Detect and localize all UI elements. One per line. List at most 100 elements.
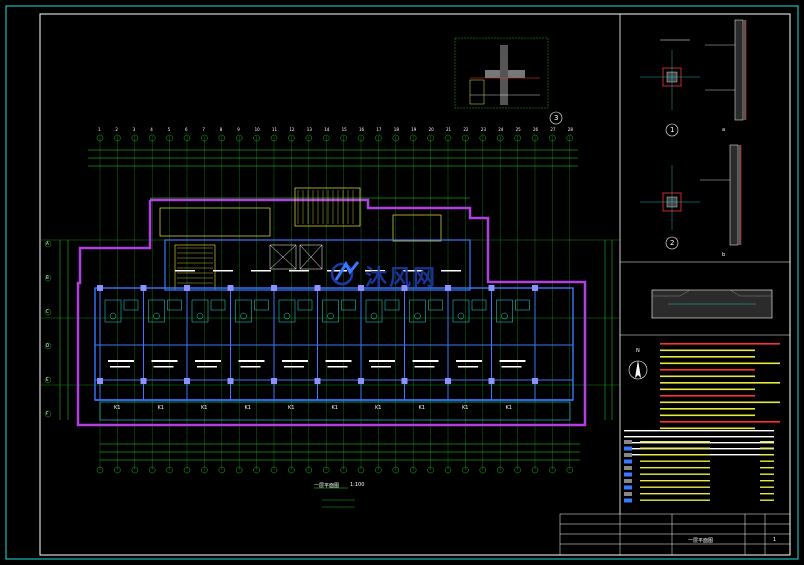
toilet (240, 312, 247, 320)
outer-frame (5, 5, 799, 560)
note-line (660, 362, 780, 365)
room-text-line (414, 366, 435, 368)
wall-section-a-label: a (722, 127, 726, 133)
bathroom (452, 299, 470, 323)
axis-bubble-top (375, 134, 382, 142)
legend-swatch (624, 440, 632, 444)
column (227, 378, 234, 384)
bathroom (278, 299, 296, 323)
wardrobe (384, 299, 400, 311)
axis-bubble-left (44, 342, 52, 350)
axis-number: 21 (446, 127, 452, 132)
axis-bubble-top (270, 134, 278, 142)
note-line (660, 343, 780, 345)
legend-swatch (624, 479, 632, 483)
axis-letter: B (46, 275, 49, 280)
detail-2 (640, 165, 700, 250)
axis-bubble-top (305, 134, 312, 142)
north-label: N (636, 348, 640, 354)
dimensions-bottom (100, 443, 580, 461)
detail-2-label: 2 (670, 239, 675, 247)
room-text-line (108, 360, 134, 362)
legend-text (760, 441, 774, 443)
axis-bubble-bottom (131, 466, 139, 474)
axis-number: 27 (550, 127, 556, 132)
note-line (660, 356, 755, 358)
legend-text (760, 493, 774, 495)
room-text-line (197, 366, 217, 368)
axis-bubble-top (531, 134, 539, 142)
note-line (660, 369, 755, 371)
room-text-line (371, 366, 391, 368)
room-text-line (238, 360, 265, 362)
axis-number: 22 (463, 127, 469, 132)
axis-bubble-bottom (427, 466, 434, 474)
axis-bubble-bottom (288, 466, 295, 474)
axis-letter: A (46, 241, 49, 246)
legend-text (760, 480, 774, 482)
axis-bubble-bottom (444, 466, 452, 474)
room-tag: K1 (505, 405, 512, 411)
detail-3-label: 3 (554, 114, 559, 122)
note-line (660, 382, 780, 384)
detail-1-label: 1 (670, 126, 675, 134)
axis-number: 26 (533, 127, 539, 132)
north-arrow (628, 360, 648, 380)
axis-bubble-top (183, 134, 191, 142)
core-text-line (441, 270, 461, 272)
legend-text (640, 447, 710, 449)
legend-block (624, 440, 774, 503)
title-block-sheet-no: 1 (773, 537, 777, 543)
wardrobe (341, 299, 356, 311)
axis-bubble-top (549, 134, 556, 142)
note-line (624, 430, 774, 432)
axis-bubble-top (253, 134, 260, 142)
column (184, 378, 190, 384)
axis-bubble-bottom (96, 466, 104, 474)
legend-text (640, 454, 710, 456)
section-strip (651, 289, 773, 319)
building-walls (94, 239, 574, 421)
axis-bubble-top (462, 134, 469, 142)
bathroom-fixtures (104, 299, 530, 323)
legend-text (640, 473, 710, 475)
axis-bubble-bottom (549, 466, 556, 474)
legend-text (640, 486, 710, 488)
bathroom (409, 299, 426, 323)
detail-3 (454, 37, 563, 125)
legend-text (640, 441, 710, 443)
entrance-stair (159, 187, 442, 291)
axis-bubble-bottom (410, 466, 417, 474)
axis-number: 11 (272, 127, 278, 132)
bathroom (148, 299, 165, 323)
watermark-text: 沐风网 (365, 266, 438, 291)
wall-section-b-label: b (722, 252, 726, 258)
detail-3-marker (549, 111, 563, 125)
axis-bubble-top (497, 134, 504, 142)
legend-text (640, 467, 710, 469)
plan-title: 一层平面图 (314, 483, 340, 489)
axis-bubble-bottom (514, 466, 521, 474)
room-tag: K1 (418, 405, 425, 411)
axis-bubble-left (44, 240, 52, 248)
axis-number: 1 (98, 127, 101, 132)
room-text-line (240, 366, 261, 368)
axis-number: 17 (376, 127, 382, 132)
axis-number: 6 (185, 127, 188, 132)
axis-bubble-bottom (566, 466, 573, 474)
axis-bubble-bottom (201, 466, 208, 474)
axis-bubble-top (323, 134, 330, 142)
room-tag: K1 (462, 405, 469, 411)
toilet (457, 312, 465, 320)
room-text-line (282, 360, 308, 362)
room-text-line (284, 366, 304, 368)
legend-text (760, 454, 774, 456)
axis-number: 23 (480, 127, 486, 132)
wardrobe (471, 299, 487, 311)
axis-number: 19 (411, 127, 417, 132)
axis-bubble-bottom (218, 466, 226, 474)
legend-text (760, 447, 774, 449)
axis-letter: D (46, 343, 50, 348)
axis-bubble-top (514, 134, 521, 142)
